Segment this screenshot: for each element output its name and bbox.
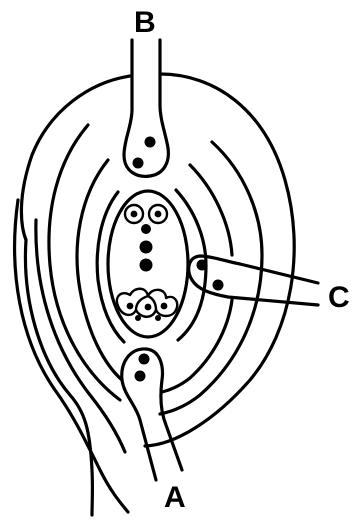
pollen-tube-a-nucleus-1 <box>139 354 150 365</box>
pollen-tube-a <box>122 349 182 480</box>
pollen-tube-c-nucleus-2 <box>213 280 224 291</box>
label-c: C <box>328 281 350 314</box>
antipodal-nucleus-1 <box>127 303 134 310</box>
pollen-tube-b <box>124 40 168 176</box>
middle-integument-right <box>160 142 262 414</box>
antipodal-nucleus-4 <box>135 315 141 321</box>
label-a: A <box>164 481 186 514</box>
label-b: B <box>134 6 156 39</box>
pollen-tube-a-nucleus-2 <box>135 371 146 382</box>
pollen-tube-b-nucleus-2 <box>133 158 144 169</box>
antipodal-nucleus-2 <box>145 304 152 311</box>
antipodal-nucleus-5 <box>155 315 161 321</box>
antipodal-cells <box>117 289 177 317</box>
outer-integument <box>21 74 294 446</box>
funiculus-outer-line <box>25 240 92 515</box>
inner-integument-right <box>162 165 232 392</box>
egg-nucleus <box>141 224 151 234</box>
synergid-left-nucleus <box>131 211 138 218</box>
polar-nucleus-lower <box>140 259 153 272</box>
pollen-tube-c <box>189 256 318 305</box>
polar-nucleus-upper <box>140 241 153 254</box>
pollen-tube-b-nucleus-1 <box>145 137 156 148</box>
synergid-right-nucleus <box>155 211 162 218</box>
funiculus-middle-line <box>15 200 128 512</box>
antipodal-nucleus-3 <box>161 303 168 310</box>
pollen-tube-c-nucleus-1 <box>197 260 208 271</box>
